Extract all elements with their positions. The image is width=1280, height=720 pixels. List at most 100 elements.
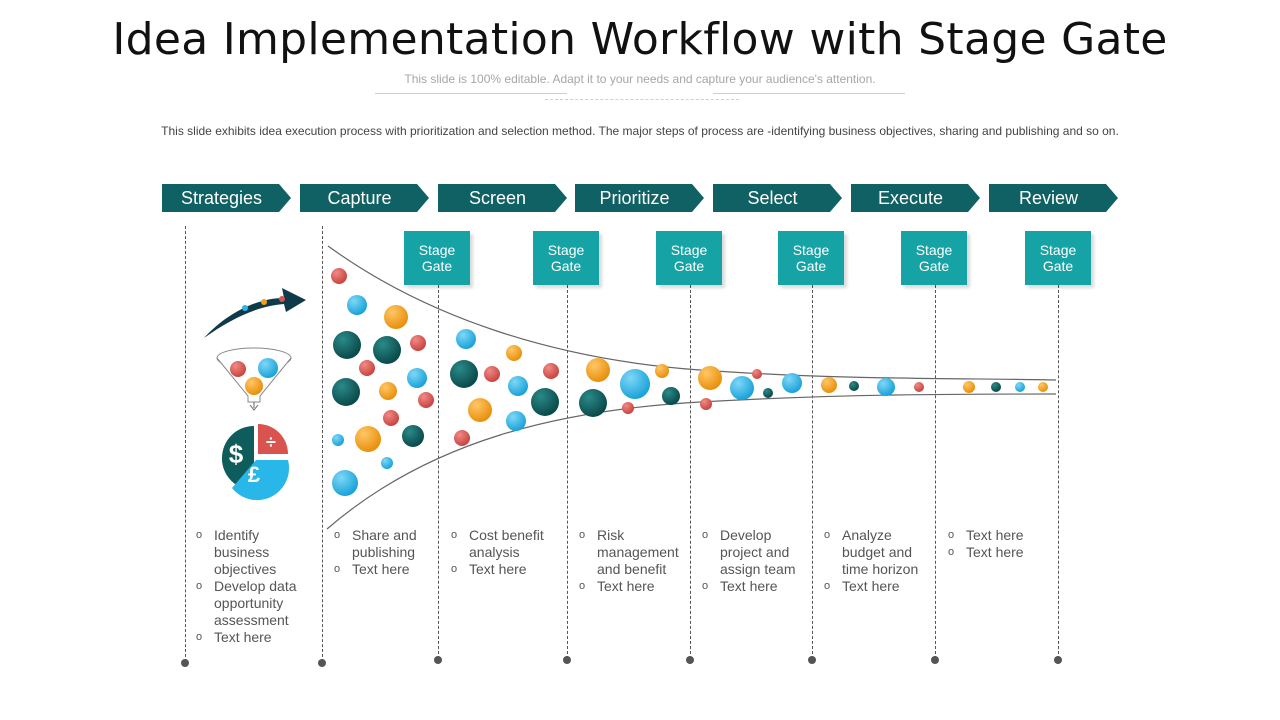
line-end-dot [318, 659, 326, 667]
idea-ball [407, 368, 427, 388]
idea-ball [347, 295, 367, 315]
idea-ball [991, 382, 1001, 392]
idea-ball [384, 305, 408, 329]
divider-line [322, 226, 323, 662]
idea-ball [373, 336, 401, 364]
gate-line1: Stage [792, 242, 830, 258]
stage-review: Review [989, 184, 1118, 212]
gate-line2: Gate [1042, 258, 1074, 274]
idea-ball [655, 364, 669, 378]
stage-execute: Execute [851, 184, 980, 212]
idea-ball [622, 402, 634, 414]
gate-line2: Gate [421, 258, 453, 274]
idea-ball [763, 388, 773, 398]
stage-strategies: Strategies [162, 184, 291, 212]
page-description: This slide exhibits idea execution proce… [161, 124, 1119, 138]
gate-line1: Stage [1039, 242, 1077, 258]
idea-ball [402, 425, 424, 447]
divider-line [812, 285, 813, 659]
idea-ball [620, 369, 650, 399]
divider-line [935, 285, 936, 659]
idea-ball [379, 382, 397, 400]
page-subtitle: This slide is 100% editable. Adapt it to… [404, 72, 876, 86]
line-end-dot [1054, 656, 1062, 664]
idea-ball [410, 335, 426, 351]
gate-line2: Gate [795, 258, 827, 274]
idea-ball [543, 363, 559, 379]
currency-pie-icon [221, 424, 290, 501]
idea-ball [963, 381, 975, 393]
divider-line [185, 226, 186, 662]
idea-ball [332, 434, 344, 446]
dollar-icon: $ [229, 439, 244, 469]
divider-line [567, 285, 568, 659]
stage-label: Review [1018, 187, 1079, 208]
idea-ball [359, 360, 375, 376]
divider-line [438, 285, 439, 659]
idea-ball [506, 345, 522, 361]
funnel-top-curve [327, 245, 1057, 381]
line-end-dot [181, 659, 189, 667]
idea-ball [332, 378, 360, 406]
line-end-dot [563, 656, 571, 664]
subtitle-rule-dashed [545, 99, 739, 100]
gate-line1: Stage [670, 242, 708, 258]
idea-ball [730, 376, 754, 400]
idea-ball [418, 392, 434, 408]
idea-ball [531, 388, 559, 416]
gate-line2: Gate [918, 258, 950, 274]
idea-ball [586, 358, 610, 382]
idea-ball [484, 366, 500, 382]
idea-ball [456, 329, 476, 349]
idea-balls [331, 268, 1048, 496]
funnel-bottom-curve [326, 393, 1057, 530]
gate-line2: Gate [550, 258, 582, 274]
stage-label: Prioritize [599, 187, 670, 208]
idea-ball [821, 377, 837, 393]
idea-ball [782, 373, 802, 393]
gate-line2: Gate [673, 258, 705, 274]
idea-ball [468, 398, 492, 422]
line-end-dot [434, 656, 442, 664]
stage-label: Strategies [180, 187, 263, 208]
idea-ball [877, 378, 895, 396]
divider-line [1058, 285, 1059, 659]
pound-icon: £ [248, 462, 261, 487]
idea-ball [355, 426, 381, 452]
idea-ball [1015, 382, 1025, 392]
divider-line [690, 285, 691, 659]
stage-label: Execute [877, 187, 944, 208]
gate-line1: Stage [418, 242, 456, 258]
idea-ball [849, 381, 859, 391]
subtitle-rule-right [713, 93, 905, 94]
subtitle-rule-left [375, 93, 567, 94]
stage-label: Capture [327, 187, 392, 208]
idea-ball [381, 457, 393, 469]
idea-ball [454, 430, 470, 446]
funnel-icon [216, 347, 292, 411]
line-end-dot [931, 656, 939, 664]
stage-label: Screen [468, 187, 527, 208]
line-end-dot [808, 656, 816, 664]
idea-ball [383, 410, 399, 426]
curved-arrow-icon [204, 288, 306, 338]
idea-ball [506, 411, 526, 431]
stage-select: Select [713, 184, 842, 212]
